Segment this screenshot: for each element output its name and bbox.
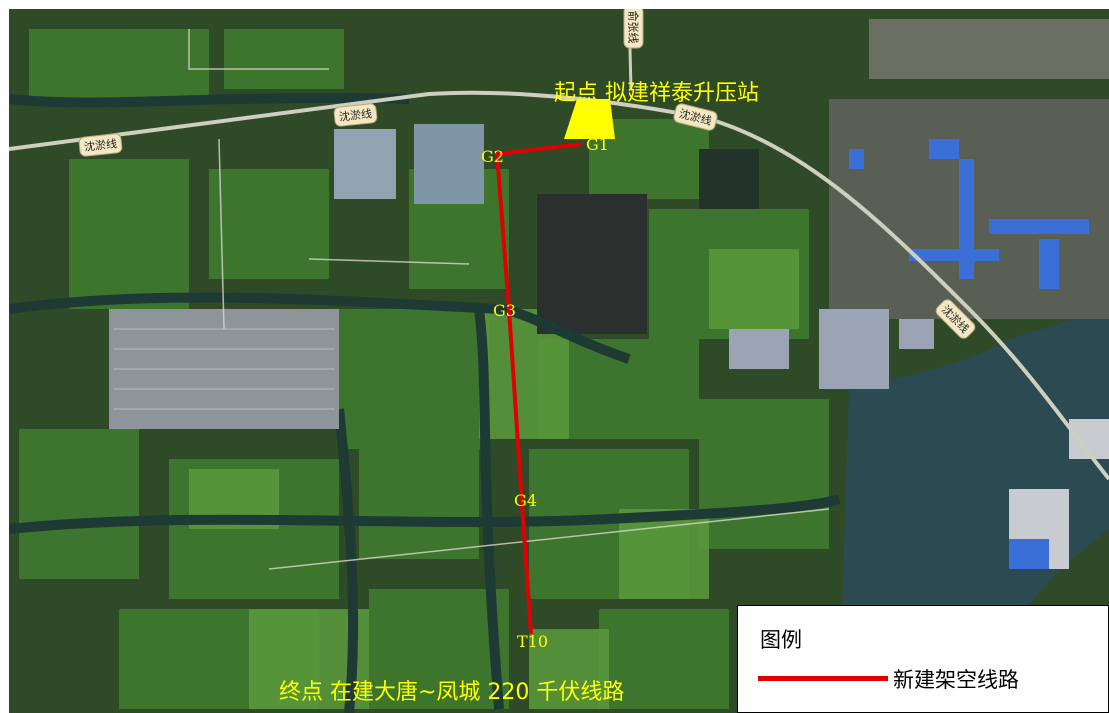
greenhouse-2 — [414, 124, 484, 204]
legend-route-line-swatch — [758, 676, 888, 681]
map-frame: 起点 拟建祥泰升压站 终点 在建大唐~凤城 220 千伏线路 G1 G2 G3 … — [9, 9, 1109, 713]
factory-complex — [729, 309, 934, 389]
route-line — [494, 142, 583, 635]
end-label: 终点 在建大唐~凤城 220 千伏线路 — [279, 680, 625, 705]
point-g4-label: G4 — [514, 491, 537, 510]
start-label: 起点 拟建祥泰升压站 — [554, 81, 759, 106]
farmland-light — [189, 249, 799, 709]
minor-roads — [188, 29, 830, 570]
point-g2-label: G2 — [481, 147, 504, 166]
road-label-north: 俞张线 — [623, 9, 644, 49]
pond — [537, 194, 647, 334]
solar-plant-rows — [114, 328, 334, 410]
industrial-buildings — [849, 139, 1089, 289]
legend-title: 图例 — [760, 628, 802, 652]
village — [869, 19, 1109, 79]
point-g1-label: G1 — [586, 135, 609, 154]
compound-se-roof — [1009, 539, 1049, 569]
farmland — [19, 29, 829, 709]
substation-site — [564, 99, 615, 139]
greenhouse-1 — [334, 129, 396, 199]
point-t10-label: T10 — [517, 632, 549, 651]
legend-route-label: 新建架空线路 — [893, 668, 1019, 692]
point-g3-label: G3 — [493, 301, 516, 320]
legend: 图例 新建架空线路 — [737, 605, 1109, 713]
pond-dark — [699, 149, 759, 209]
satellite-map — [9, 9, 1109, 713]
